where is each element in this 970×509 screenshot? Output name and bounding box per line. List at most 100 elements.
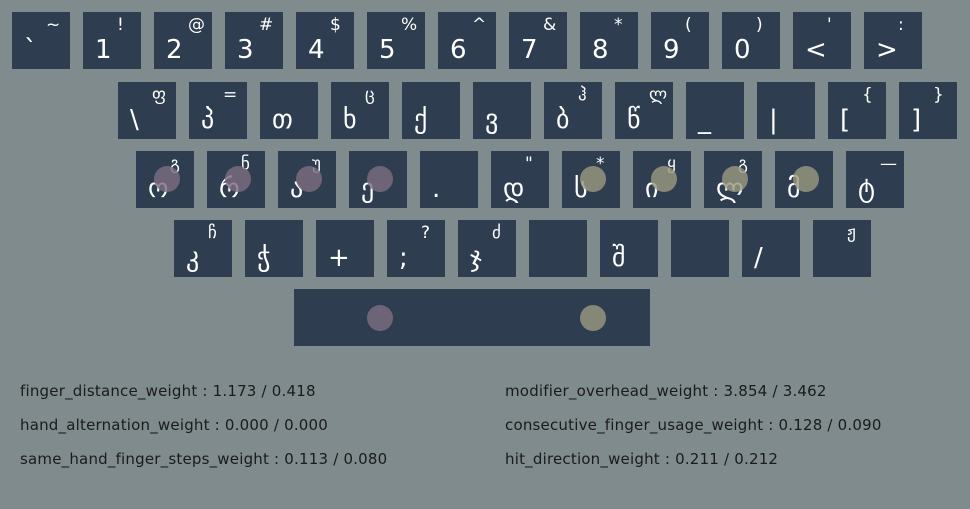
key-shift-legend: ! xyxy=(117,15,124,35)
key-5[interactable]: 5% xyxy=(367,12,425,69)
key-gt[interactable]: >: xyxy=(864,12,922,69)
key-grave[interactable]: `~ xyxy=(12,12,70,69)
key-shift-legend: ლ xyxy=(649,85,668,105)
key-shift-legend: ძ xyxy=(492,223,501,243)
key-q[interactable]: პ= xyxy=(189,82,247,139)
left-hand-finger-marker xyxy=(225,166,251,192)
key-main-legend: ვ xyxy=(485,105,499,135)
key-rshift[interactable]: ჟ xyxy=(813,220,871,277)
key-9[interactable]: 9( xyxy=(651,12,709,69)
key-comma[interactable] xyxy=(671,220,729,277)
key-shift-legend: გ xyxy=(738,154,748,174)
right-hand-finger-marker xyxy=(651,166,677,192)
key-f[interactable]: ე xyxy=(349,151,407,208)
key-main-legend: ] xyxy=(911,105,922,135)
key-main-legend: ჯ xyxy=(470,243,482,273)
key-2[interactable]: 2@ xyxy=(154,12,212,69)
key-main-legend: ქ xyxy=(414,105,428,135)
key-x[interactable]: ჭ xyxy=(245,220,303,277)
key-main-legend: 4 xyxy=(308,35,325,65)
left-thumb-marker xyxy=(367,305,393,331)
key-shift-legend: @ xyxy=(188,15,205,35)
left-hand-finger-marker xyxy=(296,166,322,192)
key-3[interactable]: 3# xyxy=(225,12,283,69)
key-shift-legend: % xyxy=(401,15,418,35)
right-hand-finger-marker xyxy=(722,166,748,192)
key-shift-legend: ც xyxy=(365,85,375,105)
key-o[interactable]: | xyxy=(757,82,815,139)
key-shift-legend: ? xyxy=(421,223,431,243)
key-shift-legend: ნ xyxy=(241,154,250,174)
key-main-legend: ბ xyxy=(556,105,570,135)
metric-name: hit_direction_weight xyxy=(505,450,660,468)
key-bracket[interactable]: ]} xyxy=(899,82,957,139)
key-7[interactable]: 7& xyxy=(509,12,567,69)
metric-name: modifier_overhead_weight xyxy=(505,382,709,400)
metric-name: finger_distance_weight xyxy=(20,382,198,400)
key-slash[interactable]: / xyxy=(742,220,800,277)
key-main-legend: 9 xyxy=(663,35,680,65)
key-4[interactable]: 4$ xyxy=(296,12,354,69)
left-hand-finger-marker xyxy=(154,166,180,192)
metric-finger-distance-weight: finger_distance_weight : 1.173 / 0.418 xyxy=(20,382,316,400)
key-w[interactable]: თ xyxy=(260,82,318,139)
key-main-legend: [ xyxy=(840,105,851,135)
key-shift-legend: ფ xyxy=(152,85,167,105)
metric-target: 0.090 xyxy=(837,416,882,434)
metric-name: same_hand_finger_steps_weight xyxy=(20,450,270,468)
key-main-legend: შ xyxy=(612,243,626,273)
key-c[interactable]: + xyxy=(316,220,374,277)
key-main-legend: 1 xyxy=(95,35,112,65)
key-shift-legend: ) xyxy=(756,15,763,35)
key-main-legend: ` xyxy=(24,35,37,65)
key-v[interactable]: ;? xyxy=(387,220,445,277)
key-0[interactable]: 0) xyxy=(722,12,780,69)
key-main-legend: დ xyxy=(503,174,525,204)
key-main-legend: წ xyxy=(627,105,641,135)
key-h[interactable]: დ" xyxy=(491,151,549,208)
key-6[interactable]: 6^ xyxy=(438,12,496,69)
key-shift-legend: ' xyxy=(827,15,832,35)
metric-value: 0.000 xyxy=(224,416,269,434)
key-n[interactable] xyxy=(529,220,587,277)
key-shift-legend: უ xyxy=(312,154,321,174)
key-main-legend: 0 xyxy=(734,35,751,65)
key-main-legend: 8 xyxy=(592,35,609,65)
metric-name: consecutive_finger_usage_weight xyxy=(505,416,764,434)
metric-hand-alternation-weight: hand_alternation_weight : 0.000 / 0.000 xyxy=(20,416,329,434)
key-lt[interactable]: <' xyxy=(793,12,851,69)
key-main-legend: 2 xyxy=(166,35,183,65)
key-g[interactable]: . xyxy=(420,151,478,208)
key-backslash[interactable]: \ფ xyxy=(118,82,176,139)
key-l[interactable]: ლგ xyxy=(704,151,762,208)
key-main-legend: ; xyxy=(399,243,408,273)
key-main-legend: ჭ xyxy=(257,243,271,273)
key-shift-legend: * xyxy=(614,15,623,35)
key-m[interactable]: შ xyxy=(600,220,658,277)
key-quote[interactable]: ტ— xyxy=(846,151,904,208)
key-main-legend: ტ xyxy=(858,174,876,204)
key-main-legend: . xyxy=(432,174,441,204)
metric-target: 0.080 xyxy=(343,450,388,468)
key-i[interactable]: _ xyxy=(686,82,744,139)
key-main-legend: | xyxy=(769,105,778,135)
key-shift-legend: გ xyxy=(170,154,180,174)
spacebar-key[interactable] xyxy=(294,289,650,346)
key-p[interactable]: [{ xyxy=(828,82,886,139)
key-main-legend: პ xyxy=(201,105,215,135)
key-main-legend: ხ xyxy=(343,105,357,135)
key-r[interactable]: ქ xyxy=(402,82,460,139)
key-main-legend: + xyxy=(328,243,350,273)
key-shift-legend: & xyxy=(543,15,557,35)
key-t[interactable]: ვ xyxy=(473,82,531,139)
key-1[interactable]: 1! xyxy=(83,12,141,69)
key-8[interactable]: 8* xyxy=(580,12,638,69)
key-main-legend: 6 xyxy=(450,35,467,65)
right-hand-finger-marker xyxy=(580,166,606,192)
